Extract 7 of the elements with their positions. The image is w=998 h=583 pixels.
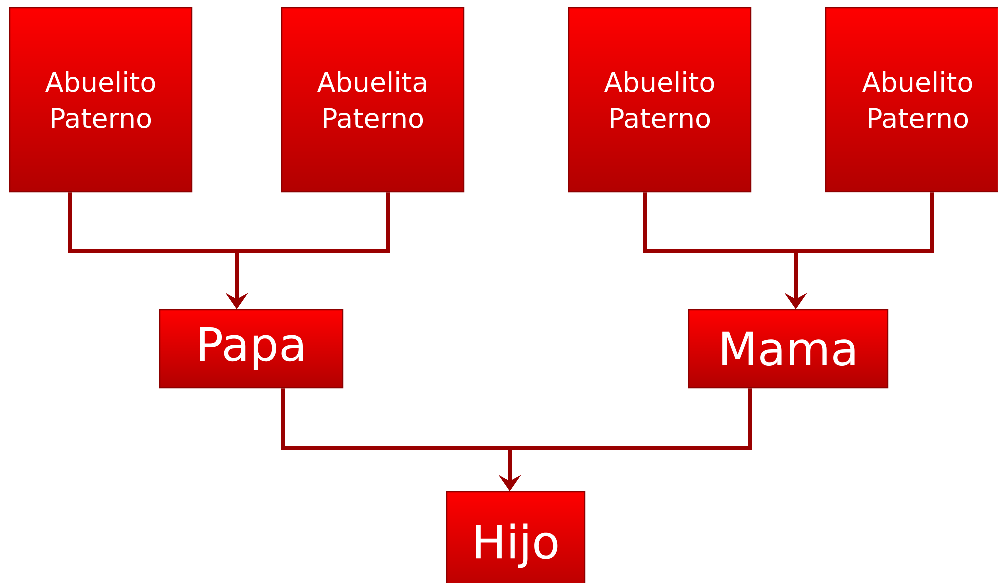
person-box: Abuelito Paterno	[9, 7, 193, 193]
person-box: Hijo	[446, 491, 586, 583]
person-box: Abuelito Paterno	[825, 7, 998, 193]
person-box: Abuelito Paterno	[568, 7, 752, 193]
person-box: Abuelita Paterno	[281, 7, 465, 193]
person-box: Mama	[688, 309, 889, 389]
person-box: Papa	[159, 309, 344, 389]
